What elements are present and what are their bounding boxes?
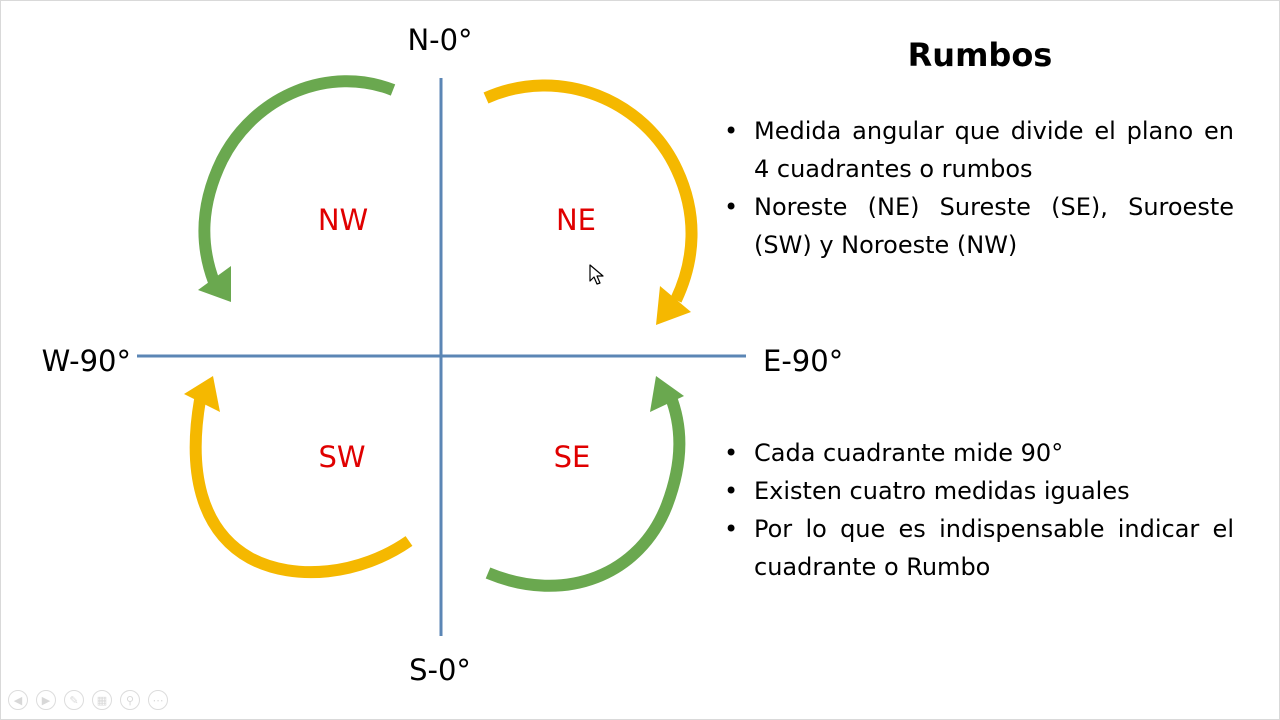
ne-arrow — [483, 79, 698, 325]
next-icon[interactable]: ▶ — [36, 690, 56, 710]
prev-icon[interactable]: ◀ — [8, 690, 28, 710]
bullet-list-top: Medida angular que divide el plano en 4 … — [720, 112, 1234, 264]
zoom-icon[interactable]: ⚲ — [120, 690, 140, 710]
slide-title: Rumbos — [907, 36, 1053, 74]
quadrant-se-label: SE — [554, 440, 591, 474]
north-label: N-0° — [407, 23, 472, 57]
mouse-cursor-icon — [589, 264, 604, 285]
pen-icon[interactable]: ✎ — [64, 690, 84, 710]
bullet-item: Noreste (NE) Sureste (SE), Suroeste (SW)… — [720, 188, 1234, 264]
sw-arrow — [184, 376, 413, 579]
quadrant-sw-label: SW — [318, 440, 365, 474]
quadrant-nw-label: NW — [318, 203, 368, 237]
east-label: E-90° — [763, 344, 843, 378]
slides-icon[interactable]: ▦ — [92, 690, 112, 710]
rumbos-diagram: N-0° S-0° W-90° E-90° NW NE SW SE — [42, 23, 844, 687]
se-arrow — [485, 376, 686, 592]
west-label: W-90° — [42, 344, 131, 378]
bullet-item: Por lo que es indispensable indicar el c… — [720, 510, 1234, 586]
bullet-list-bottom: Cada cuadrante mide 90° Existen cuatro m… — [720, 434, 1234, 586]
bullet-item: Medida angular que divide el plano en 4 … — [720, 112, 1234, 188]
quadrant-ne-label: NE — [556, 203, 596, 237]
bullet-item: Cada cuadrante mide 90° — [720, 434, 1234, 472]
more-icon[interactable]: ⋯ — [148, 690, 168, 710]
south-label: S-0° — [409, 653, 471, 687]
slideshow-controls: ◀ ▶ ✎ ▦ ⚲ ⋯ — [8, 690, 168, 710]
bullet-item: Existen cuatro medidas iguales — [720, 472, 1234, 510]
nw-arrow — [198, 75, 396, 302]
